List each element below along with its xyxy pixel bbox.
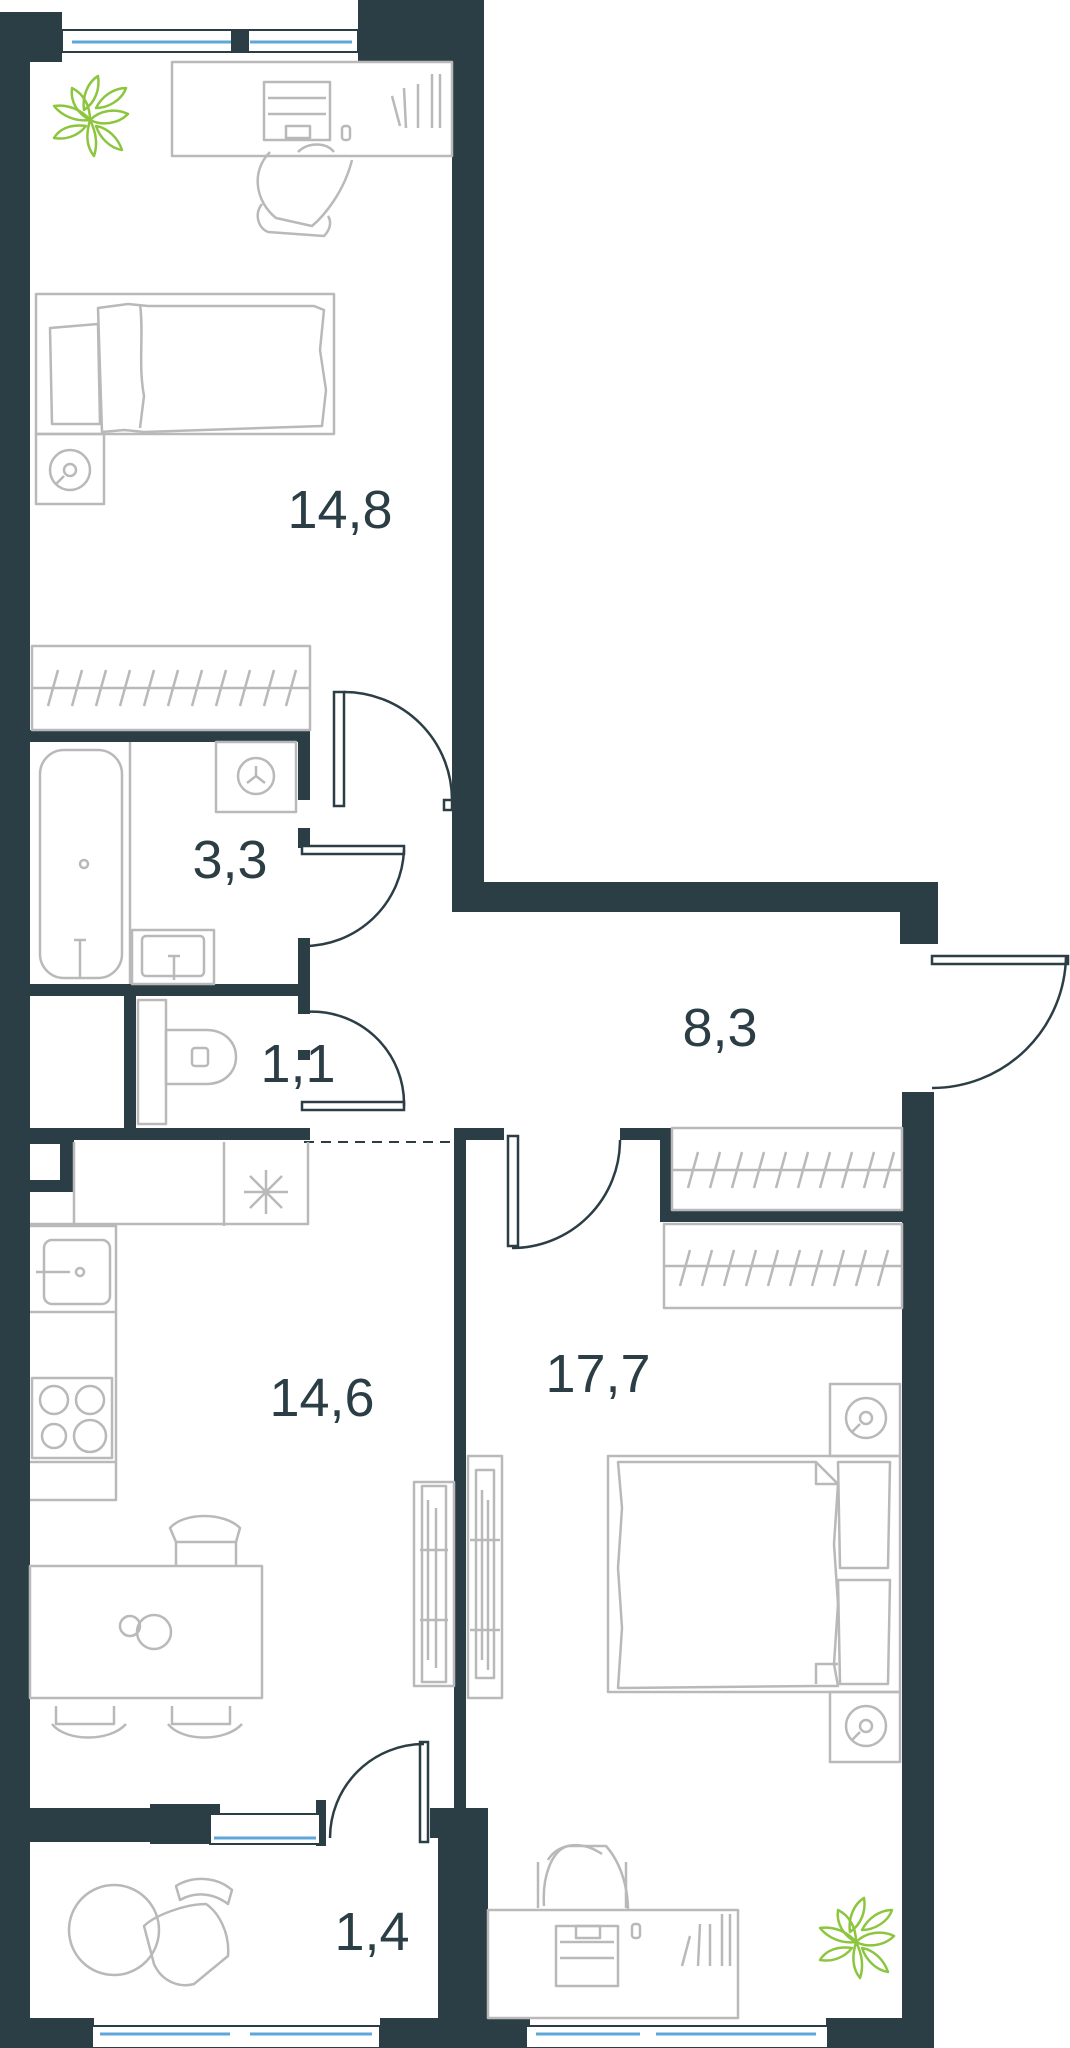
desk-main	[486, 1908, 740, 2020]
wall-bath-right-low	[298, 828, 310, 848]
closet-lower	[662, 1222, 904, 1310]
wall-toilet-right	[298, 1050, 310, 1060]
window-bedroom-main	[525, 2025, 829, 2048]
room-area-kitchen: 14,6	[269, 1368, 374, 1428]
room-area-bedroom-top: 14,8	[287, 480, 392, 540]
plant-top	[52, 74, 130, 158]
room-area-toilet: 1,1	[260, 1034, 335, 1094]
room-area-bathroom: 3,3	[192, 830, 267, 890]
wall-toilet-bottom	[28, 1128, 310, 1140]
room-area-balcony: 1,4	[334, 1902, 409, 1962]
wall-top-bedroom-right	[452, 0, 484, 910]
balcony-chair	[142, 1877, 234, 1987]
wall-bedroom-door-right	[620, 1128, 666, 1140]
wall-balcony-top-mid	[150, 1804, 220, 1844]
windows	[61, 29, 829, 2048]
wall-hallway-top-end	[900, 882, 938, 944]
chair-top	[256, 143, 354, 238]
wardrobe-top	[30, 644, 312, 732]
wall-closet-left	[660, 1128, 672, 1218]
wall-balcony-right	[438, 1812, 488, 2048]
dining-table	[28, 1514, 264, 1739]
wall-top-left	[0, 12, 62, 62]
doors	[300, 690, 1070, 1844]
shaft-inner	[30, 1144, 60, 1180]
window-balcony-outer	[91, 2025, 381, 2048]
stove	[30, 1376, 116, 1464]
wall-right	[902, 1092, 934, 2048]
closet-upper	[670, 1126, 904, 1212]
wall-bedroom-door-left	[454, 1128, 504, 1140]
bed-main	[606, 1454, 902, 1694]
nightstand-main-top	[828, 1382, 902, 1458]
room-area-bedroom-main: 17,7	[545, 1344, 650, 1404]
furniture	[28, 60, 904, 2020]
room-area-hallway: 8,3	[682, 998, 757, 1058]
shelf-right	[466, 1454, 504, 1700]
wall-bath-bottom	[28, 984, 310, 996]
bath-sink	[130, 928, 216, 986]
shelf-left	[412, 1480, 456, 1688]
walls	[0, 0, 938, 2048]
door-balcony	[328, 1740, 430, 1844]
door-main-bedroom	[506, 1134, 622, 1250]
door-toilet	[300, 1010, 406, 1112]
desk-top	[170, 60, 454, 158]
nightstand-main-bottom	[828, 1690, 902, 1764]
door-top-bedroom	[332, 690, 454, 812]
wall-left	[0, 12, 30, 2048]
wall-hallway-top	[452, 882, 938, 912]
wall-bottom-left	[0, 2018, 94, 2048]
toilet	[136, 998, 238, 1126]
door-entrance	[930, 954, 1070, 1090]
wall-bottom-right	[826, 2018, 934, 2048]
wall-toilet-left	[124, 994, 136, 1130]
window-balcony-inner	[209, 1813, 321, 1845]
wall-bath-right-mid	[298, 938, 310, 1014]
wall-closet-bottom	[660, 1210, 904, 1222]
wall-balcony-right-top	[430, 1808, 488, 1838]
door-bathroom	[300, 844, 406, 948]
kitchen-sink	[30, 1238, 116, 1314]
nightstand-top	[34, 432, 106, 506]
window-top	[61, 29, 359, 53]
wall-bath-right	[298, 730, 310, 800]
bathtub	[38, 748, 124, 980]
bed-top	[34, 292, 336, 436]
chair-main	[536, 1844, 630, 1911]
kitchen-counter	[30, 1142, 310, 1502]
wall-bath-top	[28, 730, 310, 742]
balcony-table	[67, 1883, 161, 1977]
washing-machine	[214, 740, 298, 814]
wall-kitchen-right	[454, 1128, 466, 1812]
plant-main	[818, 1896, 896, 1980]
